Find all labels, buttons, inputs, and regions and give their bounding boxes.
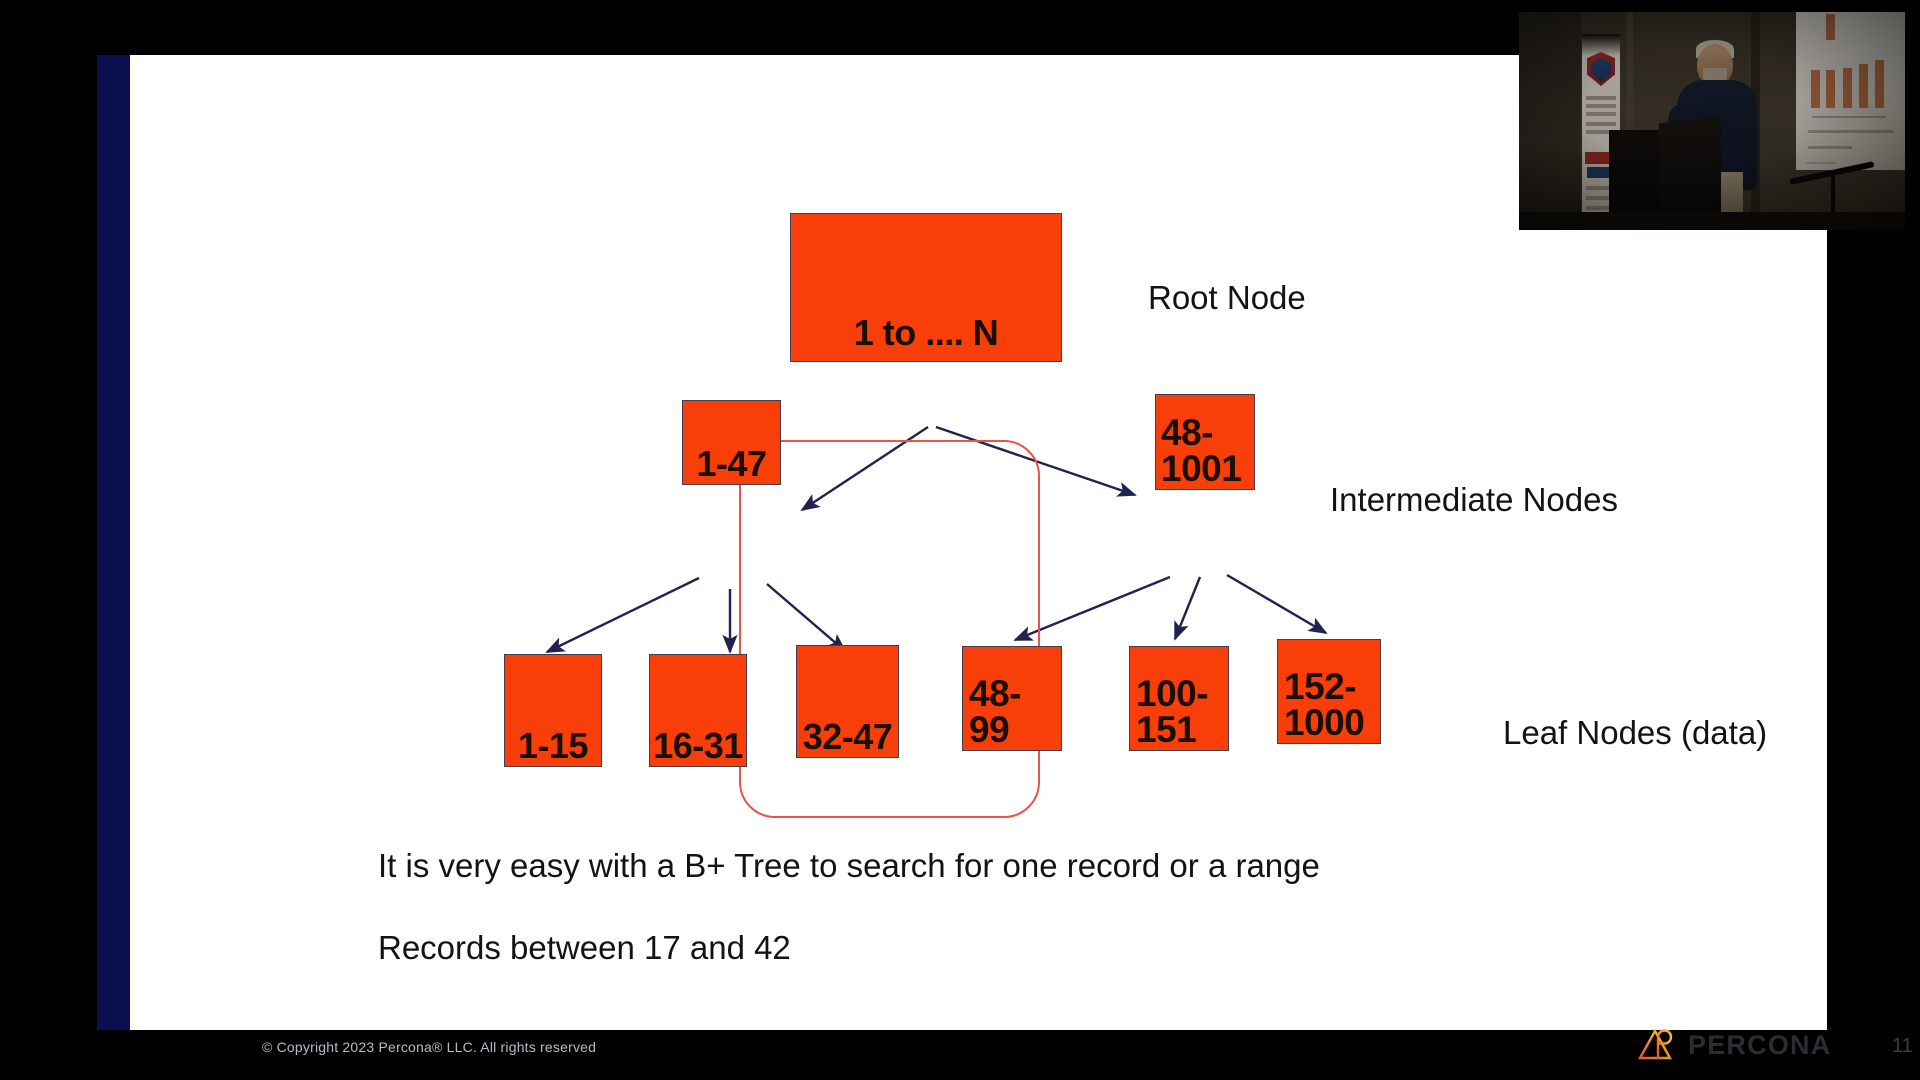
tree-node-root[interactable]: 1 to .... N [790, 213, 1062, 362]
label-intermediate-nodes: Intermediate Nodes [1330, 481, 1618, 518]
tree-node-label: 48- 1001 [1161, 412, 1242, 490]
tree-node-intermediate-1-47[interactable]: 1-47 [682, 400, 781, 485]
tree-node-label: 1 to .... N [853, 312, 999, 353]
scene-vignette [1519, 12, 1905, 230]
percona-wordmark: PERCONA [1688, 1029, 1832, 1060]
tree-node-leaf-32-47[interactable]: 32-47 [796, 645, 899, 758]
percona-mark-icon [1638, 1028, 1673, 1060]
tree-node-label: 32-47 [802, 716, 893, 757]
tree-node-label: 48- 99 [969, 673, 1021, 751]
tree-node-leaf-16-31[interactable]: 16-31 [649, 654, 747, 767]
tree-node-label: 152- 1000 [1284, 666, 1365, 744]
copyright-notice: © Copyright 2023 Percona® LLC. All right… [262, 1039, 597, 1055]
slide-accent-bar [97, 55, 130, 1030]
percona-logo: PERCONA [1638, 1027, 1831, 1063]
range-highlight-outline [739, 440, 1040, 818]
tree-node-leaf-100-151[interactable]: 100- 151 [1129, 646, 1229, 751]
tree-node-intermediate-48-1001[interactable]: 48- 1001 [1155, 394, 1255, 490]
body-text-line-1: It is very easy with a B+ Tree to search… [378, 847, 1320, 884]
slide-page-number: 11 [1892, 1035, 1913, 1057]
label-leaf-nodes: Leaf Nodes (data) [1503, 714, 1768, 751]
webcam-scene [1519, 12, 1905, 230]
tree-node-label: 100- 151 [1136, 673, 1209, 751]
tree-node-leaf-48-99[interactable]: 48- 99 [962, 646, 1062, 751]
tree-node-label: 16-31 [653, 725, 743, 766]
tree-node-leaf-152-1000[interactable]: 152- 1000 [1277, 639, 1381, 744]
body-text-line-2: Records between 17 and 42 [378, 929, 791, 966]
label-root-node: Root Node [1148, 279, 1306, 316]
b-plus-tree-diagram: 1 to .... N 1-47 48- 1001 1-15 16-31 32-… [130, 55, 1827, 1030]
tree-node-leaf-1-15[interactable]: 1-15 [504, 654, 602, 767]
speaker-webcam-overlay[interactable] [1519, 12, 1905, 230]
tree-node-label: 1-15 [517, 725, 589, 766]
tree-node-label: 1-47 [696, 443, 767, 484]
